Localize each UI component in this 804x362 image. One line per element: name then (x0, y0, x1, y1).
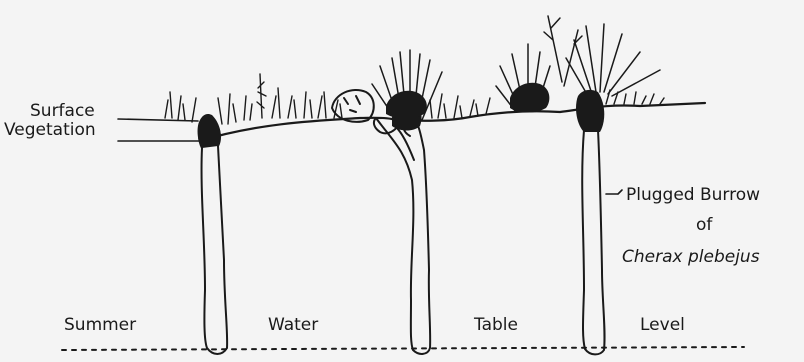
reed-tall-1 (544, 16, 562, 82)
burrow-leader (606, 190, 622, 194)
ground-surface-line (200, 103, 705, 141)
burrow-3 (582, 130, 604, 354)
burrow-label-line3: Cherax plebejus (622, 248, 760, 267)
water-label: Water (268, 316, 318, 335)
burrow-3-plug (576, 90, 604, 132)
surface-label-line2: Vegetation (4, 121, 96, 140)
level-label: Level (640, 316, 685, 335)
burrow-label-line1: Plugged Burrow (626, 186, 760, 205)
surface-label-line1: Surface (30, 102, 95, 121)
tussock-2-base (510, 83, 549, 113)
burrow-2 (374, 118, 430, 354)
summer-label: Summer (64, 316, 136, 335)
burrow-label-line2: of (696, 216, 712, 235)
tussock-1-base (386, 91, 427, 119)
summer-water-table-line (62, 347, 744, 350)
burrow-1 (199, 117, 227, 354)
surface-leader-top (118, 119, 198, 121)
burrow-1-plug (198, 114, 221, 148)
tussock-3 (566, 24, 660, 96)
table-label: Table (474, 316, 518, 335)
